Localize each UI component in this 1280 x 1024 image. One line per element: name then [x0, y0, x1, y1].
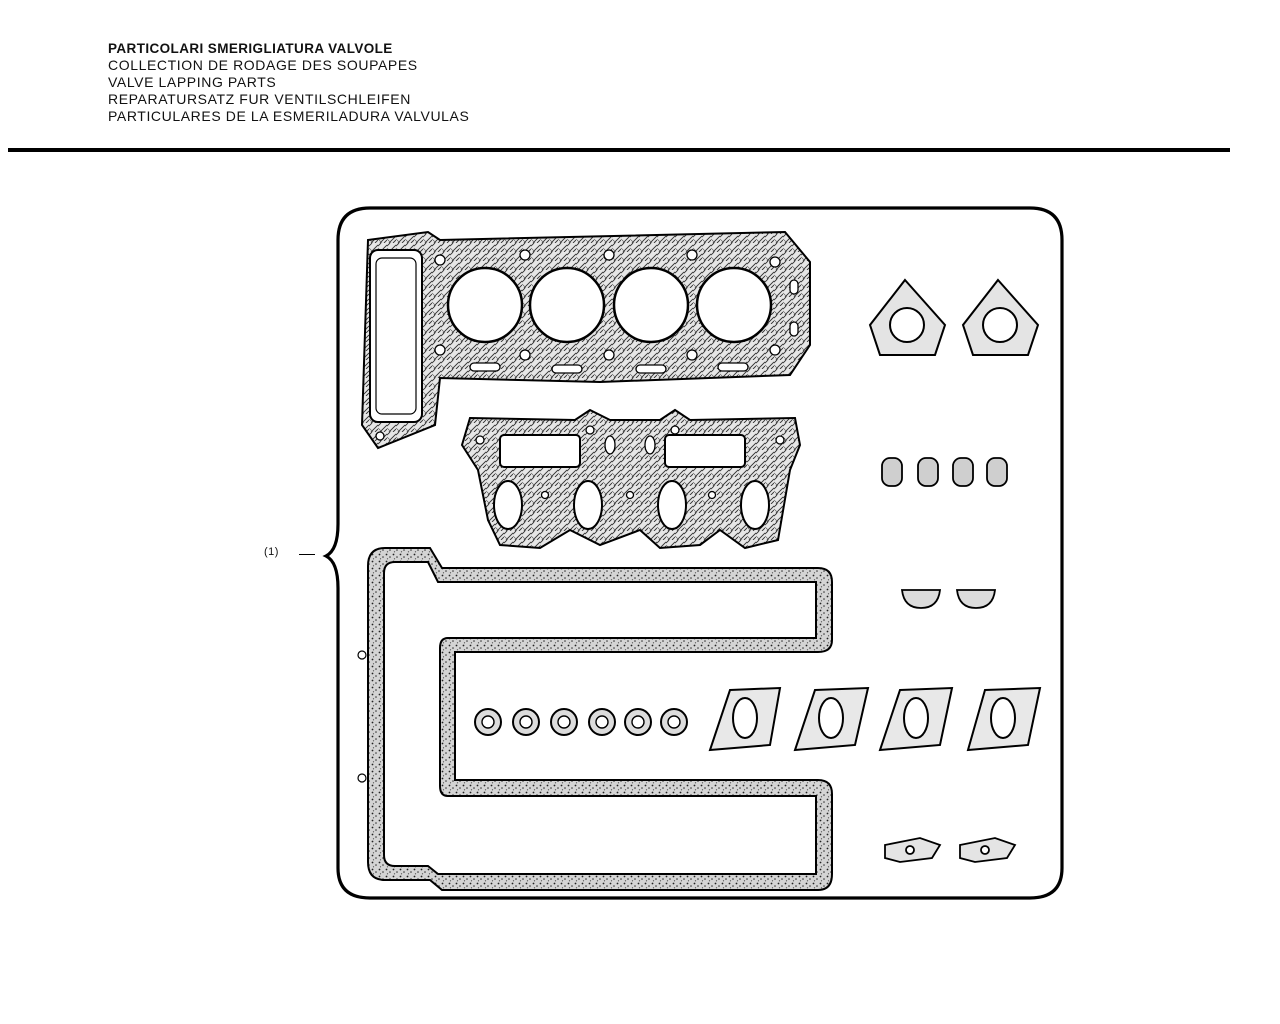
- manifold-gasket: [460, 408, 802, 550]
- title-french: COLLECTION DE RODAGE DES SOUPAPES: [108, 57, 418, 73]
- kit-boundary: [322, 206, 1064, 900]
- title-block: PARTICOLARI SMERIGLIATURA VALVOLE COLLEC…: [108, 40, 628, 125]
- valve-stem-seals: [474, 708, 688, 736]
- title-english: VALVE LAPPING PARTS: [108, 74, 277, 90]
- kit-reference-label: (1): [264, 546, 279, 558]
- title-italian: PARTICOLARI SMERIGLIATURA VALVOLE: [108, 41, 393, 56]
- title-spanish: PARTICULARES DE LA ESMERILADURA VALVULAS: [108, 108, 470, 124]
- reference-leader-line: [299, 554, 315, 556]
- rocker-cover-gasket: [357, 547, 833, 891]
- small-brackets: [884, 837, 1017, 863]
- valve-guide-caps: [881, 457, 1008, 487]
- title-german: REPARATURSATZ FUR VENTILSCHLEIFEN: [108, 91, 411, 107]
- triangular-flange-gaskets: [868, 278, 1040, 356]
- header-rule: [8, 148, 1230, 152]
- exhaust-flange-gaskets: [708, 686, 1042, 752]
- half-moon-plugs: [900, 589, 997, 609]
- cylinder-head-gasket: [360, 230, 811, 450]
